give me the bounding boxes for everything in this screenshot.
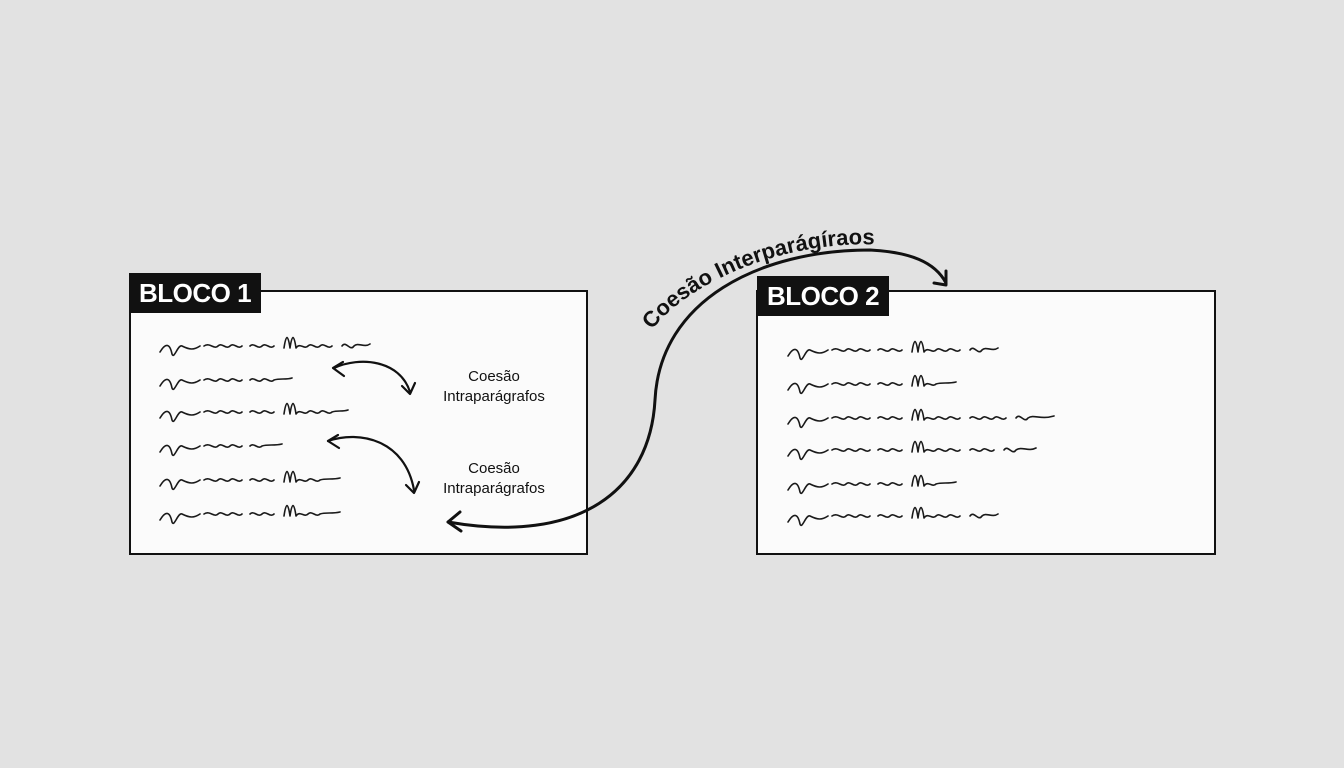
intra-arrow-2: [326, 433, 421, 495]
block-1-line-5: [159, 470, 341, 491]
intra-cohesion-label-2-line1: Coesão: [468, 460, 520, 477]
intra-cohesion-label-2-line2: Intraparágrafos: [443, 480, 545, 497]
intra-cohesion-label-1-line2: Intraparágrafos: [443, 388, 545, 405]
block-2-text-lines: [787, 340, 1055, 527]
inter-arrow: [446, 248, 948, 533]
block-2-label: BLOCO 2: [757, 276, 890, 316]
inter-cohesion-label: Coesão Interparágíraos: [637, 224, 875, 333]
intra-arrow-1: [331, 360, 417, 396]
inter-cohesion-label-text: Coesão Interparágíraos: [637, 224, 875, 333]
block-2-line-3: [787, 408, 1055, 429]
block-2-line-5: [787, 474, 957, 495]
block-2-line-2: [787, 374, 957, 395]
block-1-line-2: [159, 377, 293, 391]
block-1-text-lines: [159, 336, 371, 525]
intra-cohesion-label-1-line1: Coesão: [468, 368, 520, 385]
block-1-label: BLOCO 1: [129, 273, 262, 313]
block-2-box: [756, 290, 1216, 555]
block-1-box: [129, 290, 588, 555]
block-2-line-1: [787, 340, 999, 361]
block-1-line-3: [159, 402, 349, 423]
block-1-line-1: [159, 336, 371, 357]
block-1-line-4: [159, 443, 283, 457]
intra-cohesion-label-2: Coesão Intraparágrafos: [430, 459, 558, 499]
intra-cohesion-label-1: Coesão Intraparágrafos: [430, 367, 558, 407]
block-2-line-4: [787, 440, 1037, 461]
block-1-line-6: [159, 504, 341, 525]
block-2-line-6: [787, 506, 999, 527]
